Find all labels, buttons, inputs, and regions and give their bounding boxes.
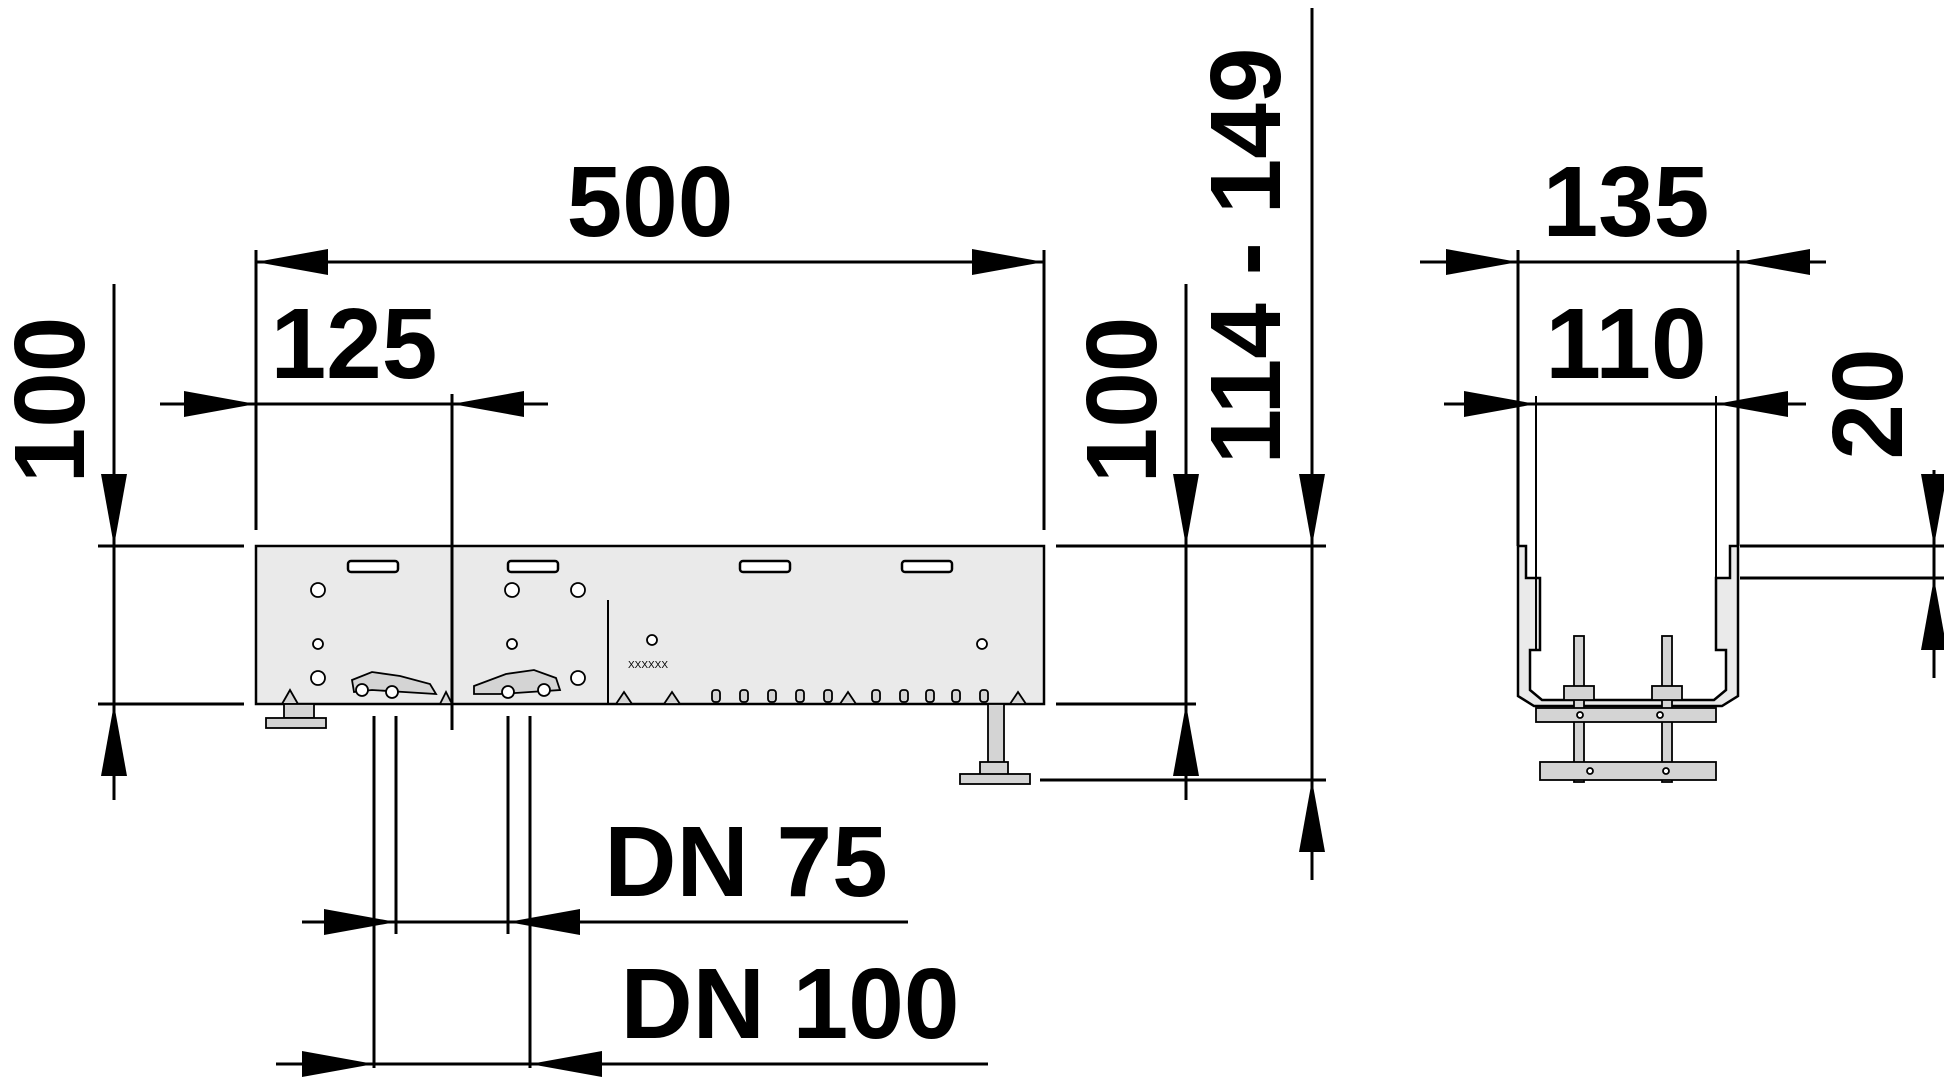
- hole: [570, 582, 586, 598]
- hole: [310, 582, 326, 598]
- dim-dn-small: DN 75: [604, 806, 887, 918]
- dim-length-total: 500: [567, 146, 734, 258]
- hole: [312, 638, 324, 650]
- dim-flange-height: 20: [1812, 348, 1924, 459]
- support-plate-lower: [1539, 761, 1717, 781]
- channel-profile: [1516, 544, 1740, 708]
- marking-text: XXXXXX: [628, 660, 668, 671]
- top-slot: [900, 559, 954, 574]
- dim-offset-outlet: 125: [271, 288, 438, 400]
- front-view: XXXXXX: [254, 544, 1046, 785]
- dim-height-right: 100: [1066, 317, 1178, 484]
- top-slot: [738, 559, 792, 574]
- top-slot: [506, 559, 560, 574]
- hole: [976, 638, 988, 650]
- foot-right-adjustable: [959, 703, 1031, 785]
- foot-left: [265, 703, 327, 729]
- hole: [310, 670, 326, 686]
- dim-dn-large: DN 100: [620, 948, 959, 1060]
- dimension-lines-front: 500 125 100 100 114 - 149: [0, 8, 1326, 1077]
- dimension-lines-side: 135 110 20: [1420, 146, 1944, 678]
- dim-width-outer: 135: [1543, 146, 1710, 258]
- top-slot: [346, 559, 400, 574]
- side-view: [1516, 396, 1740, 783]
- hole: [570, 670, 586, 686]
- support-plate-upper: [1535, 707, 1717, 723]
- dim-height-range: 114 - 149: [1190, 47, 1302, 464]
- hole: [506, 638, 518, 650]
- hole: [504, 582, 520, 598]
- dim-width-inner: 110: [1545, 288, 1706, 400]
- dim-height-left: 100: [0, 317, 106, 484]
- hole: [646, 634, 658, 646]
- bottom-tabs: [280, 688, 1028, 705]
